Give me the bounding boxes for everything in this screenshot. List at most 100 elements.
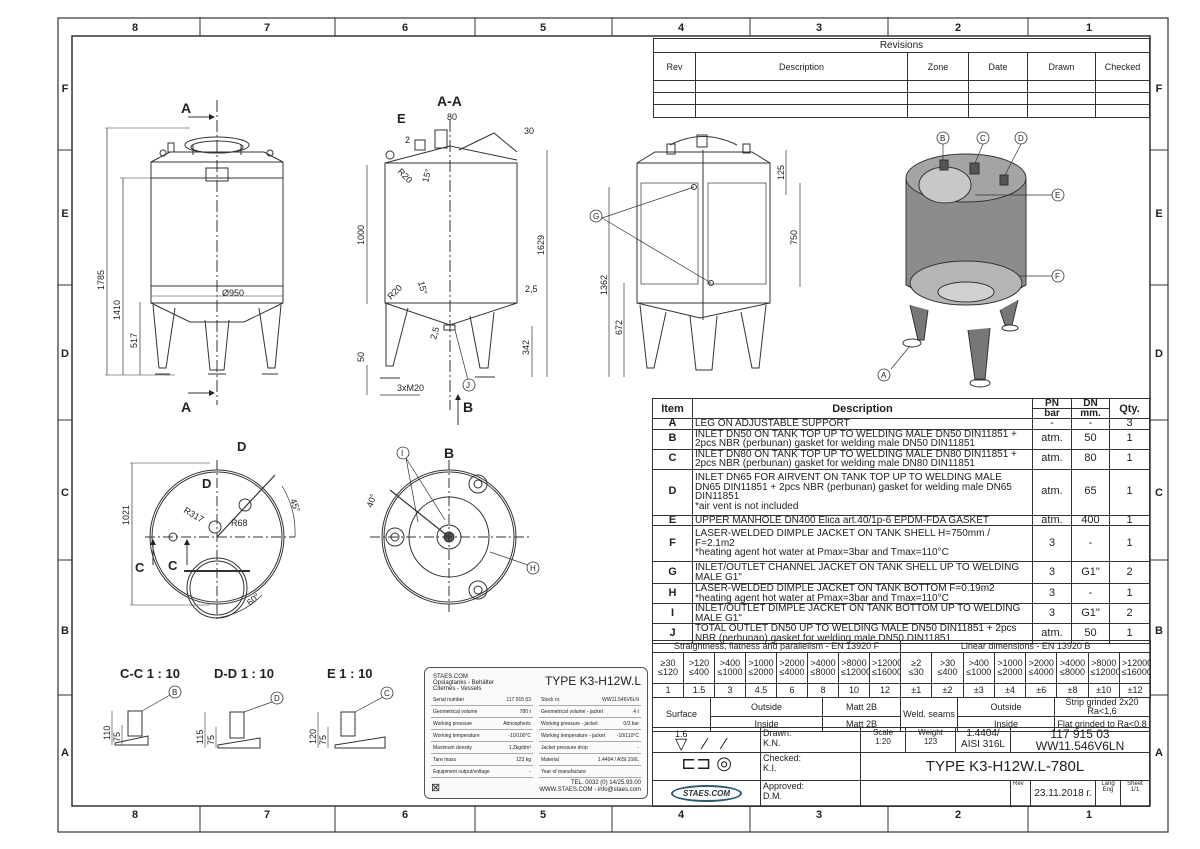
linear-tolerance: ±6 <box>1025 683 1058 698</box>
straightness-range: >12000≤16000 <box>868 652 902 684</box>
drawn-label: Drawn: <box>763 728 792 739</box>
checked-label: Checked: <box>763 753 802 764</box>
range-max: ≤12000 <box>841 667 870 677</box>
description-text: TOTAL OUTLET DN50 UP TO WELDING MALE DN5… <box>695 623 1017 644</box>
item-letter: E <box>652 514 693 526</box>
detail-views <box>111 694 386 749</box>
nameplate-field-value: Atmospheric <box>503 720 531 727</box>
item-letter: A <box>652 418 693 430</box>
tolerances-table: Straightness, flatness and parallelism -… <box>651 640 1152 698</box>
nameplate-field-label: Working temperature <box>433 732 480 739</box>
range-min: ≥30 <box>660 658 676 668</box>
item-pn: 3 <box>1032 525 1072 562</box>
scale-label: Scale <box>872 728 893 738</box>
range-max: ≤8000 <box>1060 667 1085 677</box>
item-letter: F <box>652 525 693 562</box>
dimension-label: 342 <box>521 340 531 355</box>
description-text: LEG ON ADJUSTABLE SUPPORT <box>695 418 850 429</box>
sheet-label: Sheet <box>1127 781 1143 788</box>
nameplate-field-label: Jacket pressure drop <box>541 744 588 751</box>
dimension-label: 750 <box>789 230 799 245</box>
description-text: LASER-WELDED DIMPLE JACKET ON TANK SHELL… <box>695 528 990 549</box>
dimension-label: 1000 <box>356 225 366 245</box>
straightness-tolerance: 4.5 <box>745 683 777 698</box>
disposal-icon: ⊠ <box>431 781 441 794</box>
column-number: 7 <box>264 22 270 34</box>
sheet-value: 1/1 <box>1130 787 1140 793</box>
range-max: ≤1000 <box>966 667 992 677</box>
section-marker: A <box>181 399 191 415</box>
straightness-tolerance: 12 <box>868 683 902 698</box>
roughness-icon: ▽ ⁄ ⁄ <box>675 736 732 753</box>
linear-tolerance: ±2 <box>931 683 964 698</box>
approved-by: D.M. <box>763 791 782 801</box>
straightness-range: >2000≤4000 <box>776 652 808 684</box>
weld-outside: Outside <box>957 697 1055 717</box>
range-max: ≤12000 <box>1090 667 1120 677</box>
item-description: LASER-WELDED DIMPLE JACKET ON TANK BOTTO… <box>692 583 1033 604</box>
linear-range: >1000≤2000 <box>993 652 1027 684</box>
dimension-label: 40° <box>364 492 378 509</box>
nameplate-row: Working temperature - jacket-10/110°C <box>539 730 641 742</box>
description-text: INLET/OUTLET CHANNEL JACKET ON TANK SHEL… <box>695 562 1020 583</box>
linear-range: >2000≤4000 <box>1025 652 1058 684</box>
dimension-label: 50 <box>356 352 366 362</box>
dimension-label: 110 <box>102 726 112 740</box>
range-min: >1000 <box>748 658 774 668</box>
item-pn: atm. <box>1032 514 1072 526</box>
dimension-label: 115 <box>195 730 205 744</box>
row-letter: B <box>1155 625 1163 637</box>
detail-title: D-D 1 : 10 <box>214 666 274 681</box>
section-marker: A <box>181 100 191 116</box>
nameplate-subtitle: Citernes - Vessels <box>433 686 482 692</box>
linear-tolerance: ±4 <box>993 683 1027 698</box>
item-description: INLET DN50 ON TANK TOP UP TO WELDING MAL… <box>692 428 1033 450</box>
approved-label: Approved: <box>763 781 805 792</box>
section-marker: D <box>237 439 246 454</box>
straightness-title: Straightness, flatness and parallelism -… <box>651 640 902 653</box>
range-min: >8000 <box>1091 658 1117 668</box>
dimension-label: Ø950 <box>222 288 244 298</box>
nameplate-field-label: Tare mass <box>433 756 457 763</box>
callout-letter: I <box>401 449 403 458</box>
dimension-label: 75 <box>112 732 122 742</box>
linear-tolerance: ±1 <box>900 683 933 698</box>
front-view <box>105 100 284 405</box>
item-letter: H <box>652 583 693 604</box>
item-description: INLET DN65 FOR AIRVENT ON TANK TOP UP TO… <box>692 468 1033 516</box>
item-pn: atm. <box>1032 468 1072 516</box>
item-pn: 3 <box>1032 561 1072 584</box>
range-min: >30 <box>939 658 956 668</box>
item-description: INLET DN80 ON TANK TOP UP TO WELDING MAL… <box>692 448 1033 470</box>
range-max: ≤16000 <box>1121 667 1151 677</box>
item-letter: G <box>652 561 693 584</box>
section-view-aa <box>366 120 548 425</box>
straightness-range: >400≤1000 <box>714 652 746 684</box>
callout-letter: B <box>172 688 177 697</box>
item-qty: 1 <box>1109 428 1150 450</box>
nameplate-field-value: WW11.546V6LN <box>602 696 639 703</box>
dimension-label: R317 <box>182 505 206 524</box>
column-number: 6 <box>402 809 408 821</box>
item-qty: 2 <box>1109 561 1150 584</box>
nameplate-field-label: Serial number <box>433 696 465 703</box>
qty-header: Qty. <box>1109 398 1150 419</box>
column-number: 5 <box>540 809 546 821</box>
nameplate-row: Working pressure Atmospheric <box>431 718 533 730</box>
item-qty: 2 <box>1109 603 1150 624</box>
row-letter: F <box>1156 83 1163 95</box>
nameplate-field-label: Working pressure <box>433 720 473 727</box>
callout-letter: A <box>881 371 887 380</box>
linear-range: >12000≤16000 <box>1118 652 1152 684</box>
description-text: INLET DN80 ON TANK TOP UP TO WELDING MAL… <box>695 449 1017 469</box>
linear-title: Linear dimensions - EN 13920 B <box>900 640 1152 653</box>
nameplate-field-value: 0/3 bar <box>623 720 639 727</box>
row-letter: A <box>1155 747 1163 759</box>
rev-label: Rev <box>1010 780 1031 807</box>
projection-icon: ⊏⊐ ◎ <box>652 752 761 781</box>
description-text: UPPER MANHOLE DN400 Elica art.40/1p-6 EP… <box>695 515 989 526</box>
